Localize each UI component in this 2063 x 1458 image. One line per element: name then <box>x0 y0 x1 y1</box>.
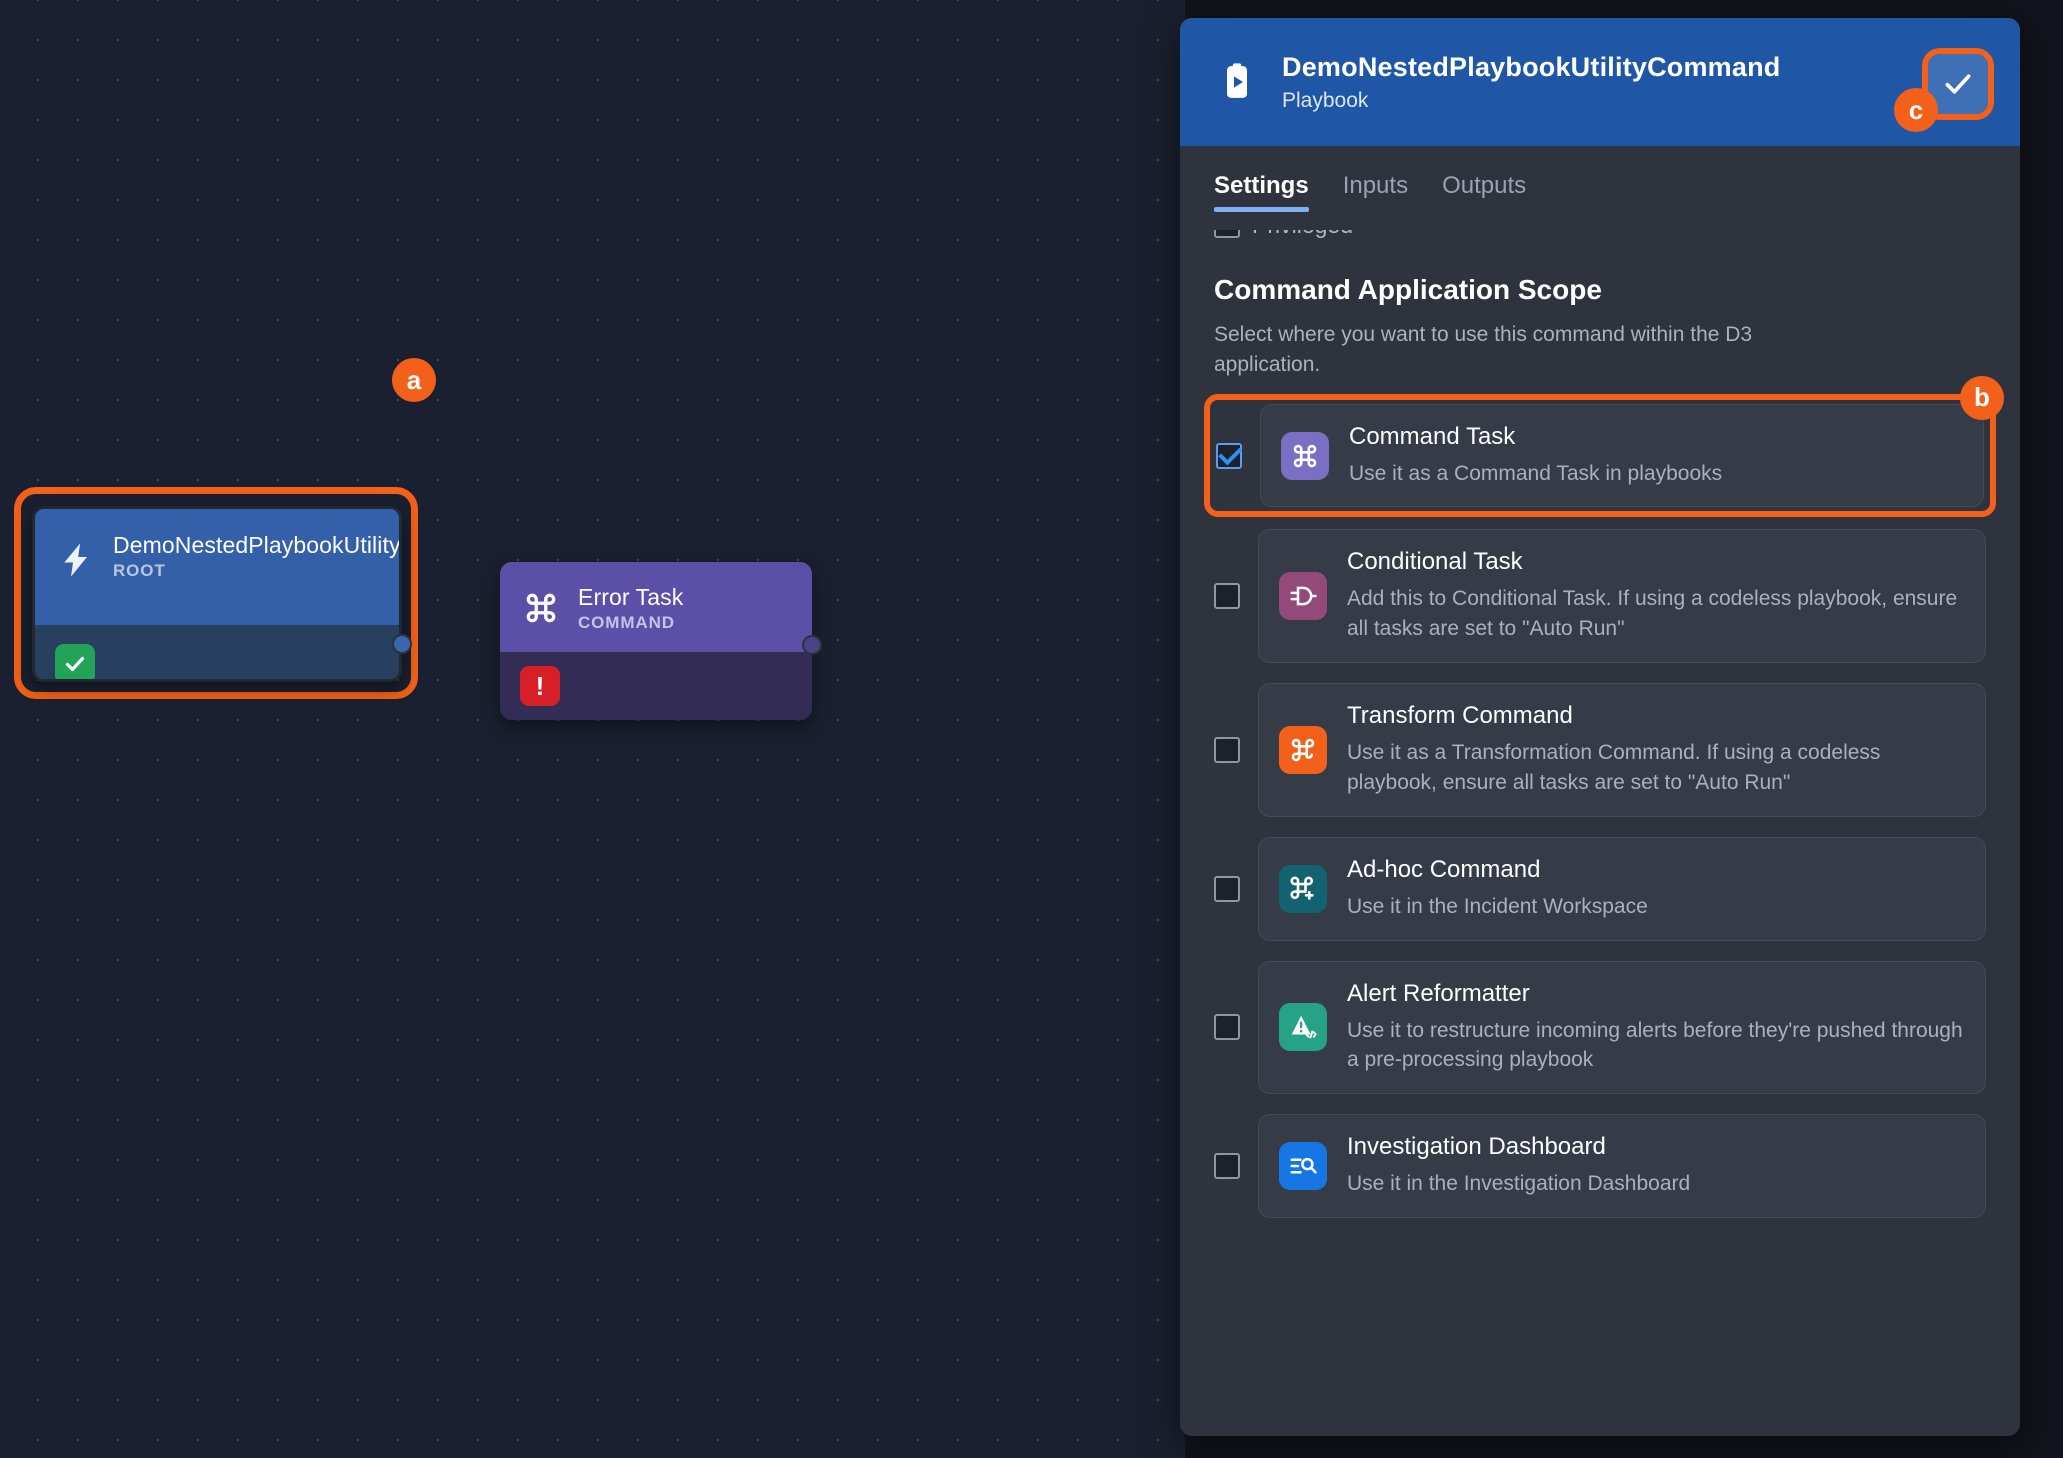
node-error-footer: ! <box>500 652 812 720</box>
option-description: Use it to restructure incoming alerts be… <box>1347 1018 1963 1072</box>
section-title: Command Application Scope <box>1214 274 1602 305</box>
option-description: Use it in the Incident Workspace <box>1347 894 1648 918</box>
node-root[interactable]: DemoNestedPlaybookUtilityCommand ROOT <box>32 506 402 682</box>
list-search-icon <box>1279 1142 1327 1191</box>
annotation-badge-a: a <box>392 358 436 402</box>
option-adhoc-command[interactable]: Ad-hoc Command Use it in the Incident Wo… <box>1204 829 1996 949</box>
option-checkbox-conditional-task[interactable] <box>1214 583 1240 610</box>
panel-header-text: DemoNestedPlaybookUtilityCommand Playboo… <box>1282 52 1994 113</box>
option-label: Ad-hoc Command <box>1347 855 1541 883</box>
save-button-highlight <box>1922 48 1994 120</box>
privileged-checkbox[interactable] <box>1214 230 1240 238</box>
option-conditional-task[interactable]: Conditional Task Add this to Conditional… <box>1204 521 1996 671</box>
option-label: Conditional Task <box>1347 548 1523 576</box>
option-investigation-dashboard[interactable]: Investigation Dashboard Use it in the In… <box>1204 1106 1996 1226</box>
lightning-bolt-icon <box>53 537 99 583</box>
option-label: Alert Reformatter <box>1347 979 1530 1007</box>
privileged-label: Privileged <box>1252 230 1353 238</box>
command-icon <box>1281 431 1329 480</box>
option-text-alert-reformatter: Alert Reformatter Use it to restructure … <box>1347 980 1965 1076</box>
command-icon <box>518 585 564 631</box>
option-card-alert-reformatter[interactable]: Alert Reformatter Use it to restructure … <box>1258 960 1986 1095</box>
node-root-output-port[interactable] <box>392 634 412 654</box>
node-error-header: Error Task COMMAND <box>500 562 812 652</box>
command-details-panel: DemoNestedPlaybookUtilityCommand Playboo… <box>1180 18 2020 1436</box>
option-card-transform-command[interactable]: Transform Command Use it as a Transforma… <box>1258 683 1986 817</box>
option-card-investigation-dashboard[interactable]: Investigation Dashboard Use it in the In… <box>1258 1114 1986 1218</box>
logic-gate-icon <box>1279 572 1327 621</box>
section-description: Select where you want to use this comman… <box>1214 323 1753 376</box>
option-text-investigation-dashboard: Investigation Dashboard Use it in the In… <box>1347 1133 1690 1199</box>
option-label: Command Task <box>1349 422 1516 450</box>
node-root-text: DemoNestedPlaybookUtilityCommand ROOT <box>113 531 401 581</box>
scope-options-list: Command Task Use it as a Command Task in… <box>1180 375 2020 1256</box>
command-transform-icon <box>1279 725 1327 774</box>
option-text-adhoc-command: Ad-hoc Command Use it in the Incident Wo… <box>1347 856 1648 922</box>
tab-outputs[interactable]: Outputs <box>1442 172 1527 199</box>
option-transform-command[interactable]: Transform Command Use it as a Transforma… <box>1204 675 1996 825</box>
option-command-task[interactable]: Command Task Use it as a Command Task in… <box>1204 375 2004 518</box>
annotation-badge-c: c <box>1894 88 1938 132</box>
node-root-title: DemoNestedPlaybookUtilityCommand <box>113 532 401 558</box>
tab-settings[interactable]: Settings <box>1214 172 1309 212</box>
node-error-output-port[interactable] <box>802 635 822 655</box>
node-root-footer <box>35 625 399 679</box>
node-error-subtitle: COMMAND <box>578 613 675 633</box>
playbook-canvas[interactable]: DemoNestedPlaybookUtilityCommand ROOT a <box>0 0 1185 1458</box>
option-description: Use it in the Investigation Dashboard <box>1347 1172 1691 1196</box>
option-card-conditional-task[interactable]: Conditional Task Add this to Conditional… <box>1258 529 1986 664</box>
root-node-highlight <box>14 487 418 699</box>
option-checkbox-command-task[interactable] <box>1216 442 1242 469</box>
panel-header-subtitle: Playbook <box>1282 88 1369 112</box>
option-text-command-task: Command Task Use it as a Command Task in… <box>1349 423 1722 489</box>
option-description: Use it as a Command Task in playbooks <box>1349 461 1723 485</box>
check-icon <box>55 644 95 679</box>
panel-scroll-body[interactable]: Privileged Command Application Scope Sel… <box>1180 230 2020 1436</box>
node-root-header: DemoNestedPlaybookUtilityCommand ROOT <box>35 509 399 625</box>
option-description: Use it as a Transformation Command. If u… <box>1347 741 1881 794</box>
option-label: Investigation Dashboard <box>1347 1133 1606 1161</box>
alert-code-icon <box>1279 1003 1327 1052</box>
privileged-field[interactable]: Privileged <box>1180 230 2020 238</box>
panel-header: DemoNestedPlaybookUtilityCommand Playboo… <box>1180 18 2020 146</box>
node-error-text: Error Task COMMAND <box>578 583 683 633</box>
save-button[interactable] <box>1928 54 1988 114</box>
node-error-task[interactable]: Error Task COMMAND ! <box>500 562 812 720</box>
node-root-subtitle: ROOT <box>113 561 166 581</box>
option-label: Transform Command <box>1347 702 1573 730</box>
option-checkbox-alert-reformatter[interactable] <box>1214 1014 1240 1041</box>
panel-tabs: Settings Inputs Outputs <box>1180 146 2020 212</box>
option-checkbox-adhoc-command[interactable] <box>1214 875 1240 902</box>
annotation-badge-b: b <box>1960 375 2004 420</box>
playbook-icon <box>1214 59 1260 105</box>
page-title: DemoNestedPlaybookUtilityCommand <box>1282 51 1781 82</box>
exclamation-icon: ! <box>520 666 560 706</box>
option-checkbox-investigation-dashboard[interactable] <box>1214 1153 1240 1180</box>
option-text-transform-command: Transform Command Use it as a Transforma… <box>1347 702 1965 798</box>
option-card-adhoc-command[interactable]: Ad-hoc Command Use it in the Incident Wo… <box>1258 836 1986 941</box>
option-alert-reformatter[interactable]: Alert Reformatter Use it to restructure … <box>1204 953 1996 1103</box>
option-text-conditional-task: Conditional Task Add this to Conditional… <box>1347 548 1965 644</box>
node-error-title: Error Task <box>578 583 684 610</box>
option-description: Add this to Conditional Task. If using a… <box>1347 587 1958 641</box>
option-checkbox-transform-command[interactable] <box>1214 736 1240 763</box>
command-plus-icon <box>1279 864 1327 913</box>
tab-inputs[interactable]: Inputs <box>1342 172 1409 199</box>
option-card-command-task[interactable]: Command Task Use it as a Command Task in… <box>1260 403 1984 508</box>
